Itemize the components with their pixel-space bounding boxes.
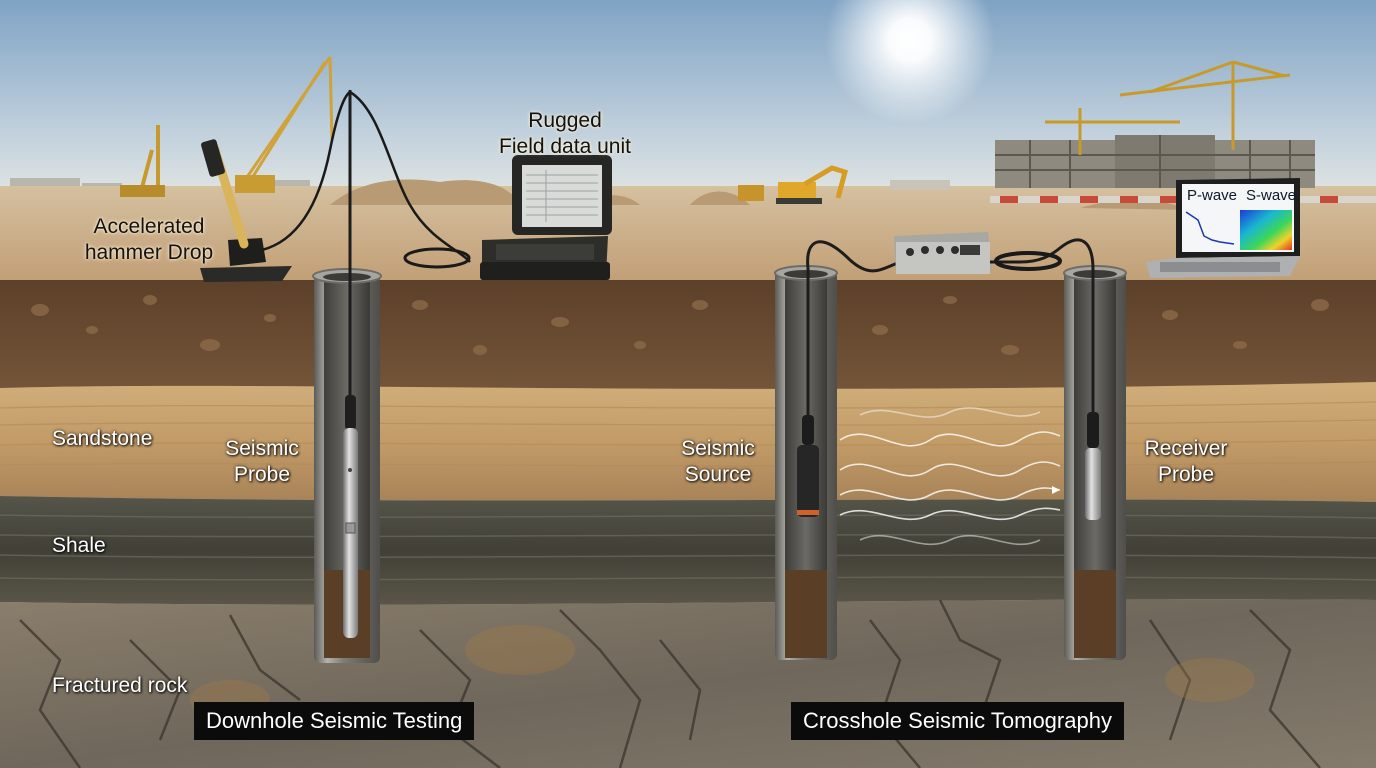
rock-fractures	[19, 599, 1321, 768]
topsoil-layer	[0, 280, 1376, 390]
cable-coil	[403, 247, 471, 269]
crane-icon	[1045, 60, 1291, 155]
datalogger-label-line2: Field data unit	[499, 135, 631, 158]
seismic-probe	[343, 90, 358, 638]
dump-truck	[738, 185, 764, 201]
fractured-rock-label: Fractured rock	[52, 674, 188, 697]
hammer-label: Accelerated hammer Drop	[82, 214, 216, 266]
datalogger-icon	[480, 155, 612, 280]
datalogger-label-line1: Rugged	[528, 109, 602, 132]
receiver-probe-label: Receiver Probe	[1130, 436, 1242, 488]
topsoil-pebbles	[31, 295, 1329, 355]
receiver-probe	[1019, 238, 1101, 520]
seismic-source	[797, 240, 901, 517]
seismic-source-label: Seismic Source	[666, 436, 770, 488]
seismic-source-label-line2: Source	[684, 463, 752, 486]
crosshole-caption: Crosshole Seismic Tomography	[791, 702, 1124, 740]
seismic-source-label-line1: Seismic	[681, 437, 755, 460]
shale-label: Shale	[52, 534, 106, 557]
crane-icon	[243, 56, 334, 181]
shale-layer	[0, 496, 1376, 605]
downhole-borehole	[312, 268, 382, 663]
receiver-probe-label-line1: Receiver	[1144, 437, 1228, 460]
excavator-icon	[776, 165, 849, 204]
amplifier-icon	[894, 232, 992, 274]
hammer-icon	[200, 90, 351, 282]
receiver-probe-label-line2: Probe	[1157, 463, 1215, 486]
hammer-label-line1: Accelerated	[93, 215, 205, 238]
sandstone-label: Sandstone	[52, 427, 153, 450]
downhole-caption: Downhole Seismic Testing	[194, 702, 475, 740]
laptop-icon	[1146, 178, 1300, 278]
seismic-probe-label-line1: Seismic	[225, 437, 299, 460]
sun-icon	[825, 0, 995, 125]
laptop-pwave-label: P-wave	[1187, 187, 1238, 204]
laptop-swave-label: S-wave	[1246, 187, 1297, 204]
seismic-probe-label: Seismic Probe	[210, 436, 314, 488]
drill-rig	[120, 185, 165, 197]
wave-arrow	[1052, 486, 1060, 494]
datalogger-label: Rugged Field data unit	[490, 108, 640, 160]
rock-stains	[190, 625, 1255, 720]
hammer-label-line2: hammer Drop	[84, 241, 214, 264]
distant-building	[890, 180, 950, 190]
shale-bedding	[0, 514, 1376, 581]
seismic-wave-icon	[839, 407, 1061, 546]
seismic-probe-label-line2: Probe	[233, 463, 291, 486]
receiver-borehole	[1063, 265, 1127, 660]
crane-base	[235, 175, 275, 193]
